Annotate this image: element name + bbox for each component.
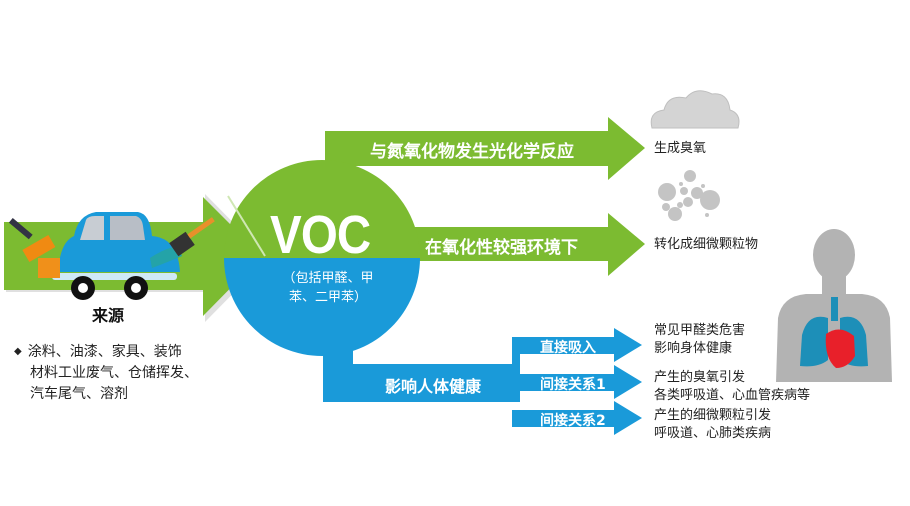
ozone-arrow [325,117,645,180]
direct-inhale-label: 直接吸入 [540,340,596,356]
health-arrow [323,330,520,402]
voc-subtitle-line1: （包括甲醛、甲 [282,271,374,286]
indirect-2-label: 间接关系2 [540,413,606,429]
source-title: 来源 [92,306,125,325]
bullet-icon: ◆ [14,346,22,357]
indirect-1-arrow [512,365,642,399]
cloud-icon [650,90,740,129]
source-line-3: 汽车尾气、溶剂 [30,386,128,402]
direct-inhale-result-line2: 影响身体健康 [654,341,733,356]
indirect-1-result-line2: 各类呼吸道、心血管疾病等 [654,388,811,403]
paint-brush-icon [150,217,215,268]
indirect-2-result-line2: 呼吸道、心肺类疾病 [654,426,772,441]
paint-roller-icon [8,217,60,278]
voc-subtitle: （包括甲醛、甲 苯、二甲苯） [268,269,388,307]
particles-icon [658,170,720,221]
car-icon [52,212,180,300]
indirect-2-arrow [512,401,642,435]
human-body-icon [776,229,892,382]
source-line-1: 涂料、油漆、家具、装饰 [27,344,182,360]
indirect-2-result-line1: 产生的细微颗粒引发 [654,408,772,423]
voc-circle-bottom [224,258,420,356]
particulate-arrow-label: 在氧化性较强环境下 [425,238,578,258]
particulate-arrow [360,213,645,276]
voc-title: VOC [270,205,371,265]
direct-inhale-result-line1: 常见甲醛类危害 [654,323,746,338]
particulate-result: 转化成细微颗粒物 [654,237,759,252]
direct-inhale-result: 常见甲醛类危害 影响身体健康 [654,322,745,358]
indirect-1-label: 间接关系1 [540,377,606,393]
indirect-1-result: 产生的臭氧引发 各类呼吸道、心血管疾病等 [654,369,810,405]
indirect-2-result: 产生的细微颗粒引发 呼吸道、心肺类疾病 [654,407,771,443]
voc-circle-top [224,160,420,258]
ozone-arrow-label: 与氮氧化物发生光化学反应 [370,142,574,162]
health-arrow-label: 影响人体健康 [385,377,482,396]
direct-inhale-arrow [512,328,642,362]
ozone-result: 生成臭氧 [654,141,707,156]
indirect-1-result-line1: 产生的臭氧引发 [654,370,746,385]
source-line-2: 材料工业废气、仓储挥发、 [30,365,198,381]
source-list: ◆ 涂料、油漆、家具、装饰 材料工业废气、仓储挥发、 汽车尾气、溶剂 [14,341,244,405]
voc-subtitle-line2: 苯、二甲苯） [288,290,367,305]
